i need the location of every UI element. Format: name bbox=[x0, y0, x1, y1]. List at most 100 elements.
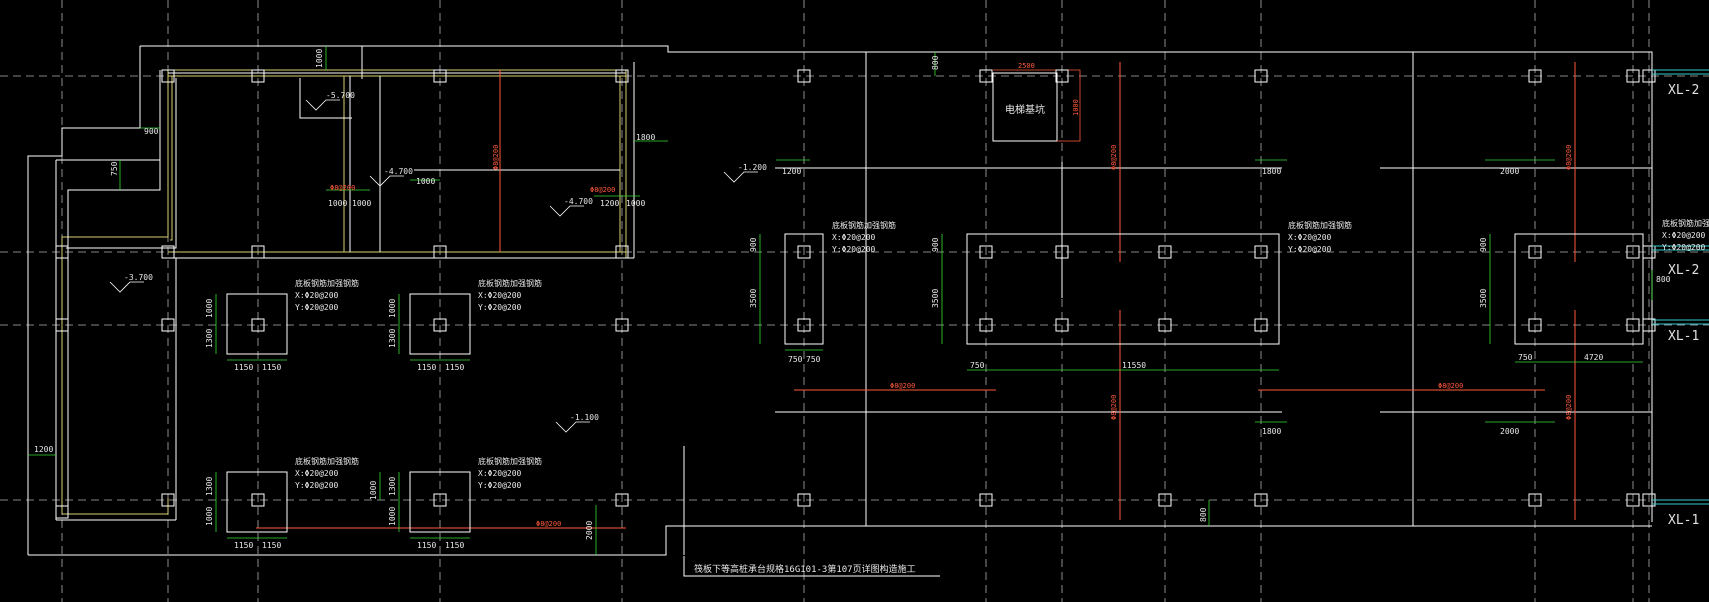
level-2: -4.700 bbox=[384, 167, 413, 176]
column-marker bbox=[1158, 318, 1172, 332]
axis-labels: XL-2 XL-2 XL-1 XL-1 bbox=[1668, 83, 1699, 528]
svg-text:1000: 1000 bbox=[205, 507, 214, 526]
column-marker bbox=[979, 69, 993, 83]
rebar-labels: Φ8@200 Φ8@200 Φ8@200 Φ8@200 Φ8@200 Φ8@20… bbox=[330, 145, 1573, 528]
column-marker bbox=[1626, 318, 1640, 332]
bottom-note: 筏板下等高桩承台规格16G101-3第107页详图构造施工 bbox=[694, 563, 916, 575]
svg-text:1300: 1300 bbox=[205, 477, 214, 496]
column-marker bbox=[1626, 69, 1640, 83]
svg-text:900: 900 bbox=[144, 127, 159, 136]
svg-text:Y:Φ20@200: Y:Φ20@200 bbox=[295, 303, 339, 312]
column-marker bbox=[1055, 245, 1069, 259]
svg-text:底板钢筋加强钢筋: 底板钢筋加强钢筋 bbox=[832, 220, 896, 230]
column-marker bbox=[251, 493, 265, 507]
pile-cap-3 bbox=[226, 471, 288, 533]
column-marker bbox=[797, 69, 811, 83]
axis-xl2-top: XL-2 bbox=[1668, 83, 1699, 98]
svg-text:Y:Φ20@200: Y:Φ20@200 bbox=[295, 481, 339, 490]
column-marker bbox=[1528, 318, 1542, 332]
level-symbols bbox=[109, 99, 758, 433]
column-marker bbox=[433, 493, 447, 507]
column-marker bbox=[55, 318, 69, 332]
column-marker bbox=[1642, 69, 1656, 83]
svg-text:1150: 1150 bbox=[445, 541, 464, 550]
cap-label-f: 底板钢筋加强钢筋 X:Φ20@200 Y:Φ20@200 bbox=[1288, 220, 1352, 254]
svg-text:Φ8@200: Φ8@200 bbox=[330, 184, 355, 192]
svg-text:900: 900 bbox=[931, 237, 940, 252]
column-marker bbox=[1158, 493, 1172, 507]
svg-text:1150: 1150 bbox=[417, 541, 436, 550]
svg-text:X:Φ20@200: X:Φ20@200 bbox=[295, 291, 339, 300]
column-marker bbox=[1642, 318, 1656, 332]
svg-text:900: 900 bbox=[749, 237, 758, 252]
svg-text:800: 800 bbox=[1199, 507, 1208, 522]
svg-text:1200: 1200 bbox=[34, 445, 53, 454]
svg-text:2500: 2500 bbox=[1018, 62, 1035, 70]
svg-text:Φ8@200: Φ8@200 bbox=[1565, 145, 1573, 170]
retaining-wall bbox=[55, 62, 635, 521]
svg-text:800: 800 bbox=[931, 55, 940, 70]
column-marker bbox=[1528, 245, 1542, 259]
svg-text:Φ8@200: Φ8@200 bbox=[890, 382, 915, 390]
cap-label-a: 底板钢筋加强钢筋 X:Φ20@200 Y:Φ20@200 bbox=[295, 278, 359, 312]
svg-text:750: 750 bbox=[788, 355, 803, 364]
column-marker bbox=[615, 245, 629, 259]
cap-label-b: 底板钢筋加强钢筋 X:Φ20@200 Y:Φ20@200 bbox=[478, 278, 542, 312]
svg-text:750: 750 bbox=[970, 361, 985, 370]
level-1: -5.700 bbox=[326, 91, 355, 100]
pile-cap-4 bbox=[409, 471, 471, 533]
svg-text:底板钢筋加强钢筋: 底板钢筋加强钢筋 bbox=[478, 278, 542, 288]
svg-text:底板钢筋加强钢筋: 底板钢筋加强钢筋 bbox=[1288, 220, 1352, 230]
svg-text:750: 750 bbox=[1518, 353, 1533, 362]
svg-text:1150: 1150 bbox=[234, 541, 253, 550]
svg-text:1000: 1000 bbox=[328, 199, 347, 208]
svg-text:Φ8@200: Φ8@200 bbox=[590, 186, 615, 194]
svg-text:1000: 1000 bbox=[315, 49, 324, 68]
svg-text:750: 750 bbox=[110, 161, 119, 176]
svg-text:1200: 1200 bbox=[782, 167, 801, 176]
svg-text:Y:Φ20@200: Y:Φ20@200 bbox=[1288, 245, 1332, 254]
column-marker bbox=[979, 245, 993, 259]
svg-text:Y:Φ20@200: Y:Φ20@200 bbox=[1662, 243, 1706, 252]
svg-text:1150: 1150 bbox=[417, 363, 436, 372]
column-marker bbox=[979, 493, 993, 507]
pile-cap-1 bbox=[226, 293, 288, 355]
svg-text:1000: 1000 bbox=[416, 177, 435, 186]
column-marker bbox=[1055, 318, 1069, 332]
column-marker bbox=[1528, 493, 1542, 507]
svg-text:Y:Φ20@200: Y:Φ20@200 bbox=[478, 303, 522, 312]
column-marker bbox=[161, 245, 175, 259]
elevator-pit: 电梯基坑 bbox=[992, 69, 1081, 142]
svg-text:X:Φ20@200: X:Φ20@200 bbox=[832, 233, 876, 242]
pile-cap-5 bbox=[784, 233, 824, 345]
pile-cap-2 bbox=[409, 293, 471, 355]
column-marker bbox=[1626, 493, 1640, 507]
pile-cap-7 bbox=[1514, 233, 1644, 345]
level-5: -1.200 bbox=[738, 163, 767, 172]
column-marker bbox=[433, 245, 447, 259]
building-outline bbox=[27, 45, 1653, 577]
column-marker bbox=[1158, 245, 1172, 259]
column-marker bbox=[55, 505, 69, 519]
svg-text:X:Φ20@200: X:Φ20@200 bbox=[478, 291, 522, 300]
svg-text:1200: 1200 bbox=[600, 199, 619, 208]
svg-text:1800: 1800 bbox=[1262, 427, 1281, 436]
svg-text:750: 750 bbox=[806, 355, 821, 364]
svg-text:1000: 1000 bbox=[369, 481, 378, 500]
svg-text:Φ8@200: Φ8@200 bbox=[1565, 395, 1573, 420]
axis-xl1-bot: XL-1 bbox=[1668, 513, 1699, 528]
column-marker bbox=[615, 69, 629, 83]
cap-label-e: 底板钢筋加强钢筋 X:Φ20@200 Y:Φ20@200 bbox=[832, 220, 896, 254]
svg-text:1150: 1150 bbox=[262, 363, 281, 372]
svg-text:X:Φ20@200: X:Φ20@200 bbox=[478, 469, 522, 478]
column-marker bbox=[251, 69, 265, 83]
svg-text:Φ8@200: Φ8@200 bbox=[1110, 145, 1118, 170]
column-marker bbox=[161, 493, 175, 507]
svg-text:X:Φ20@200: X:Φ20@200 bbox=[1288, 233, 1332, 242]
svg-text:1300: 1300 bbox=[205, 329, 214, 348]
svg-text:1000: 1000 bbox=[388, 299, 397, 318]
svg-text:2000: 2000 bbox=[585, 521, 594, 540]
svg-text:3500: 3500 bbox=[749, 289, 758, 308]
svg-text:1000: 1000 bbox=[388, 507, 397, 526]
